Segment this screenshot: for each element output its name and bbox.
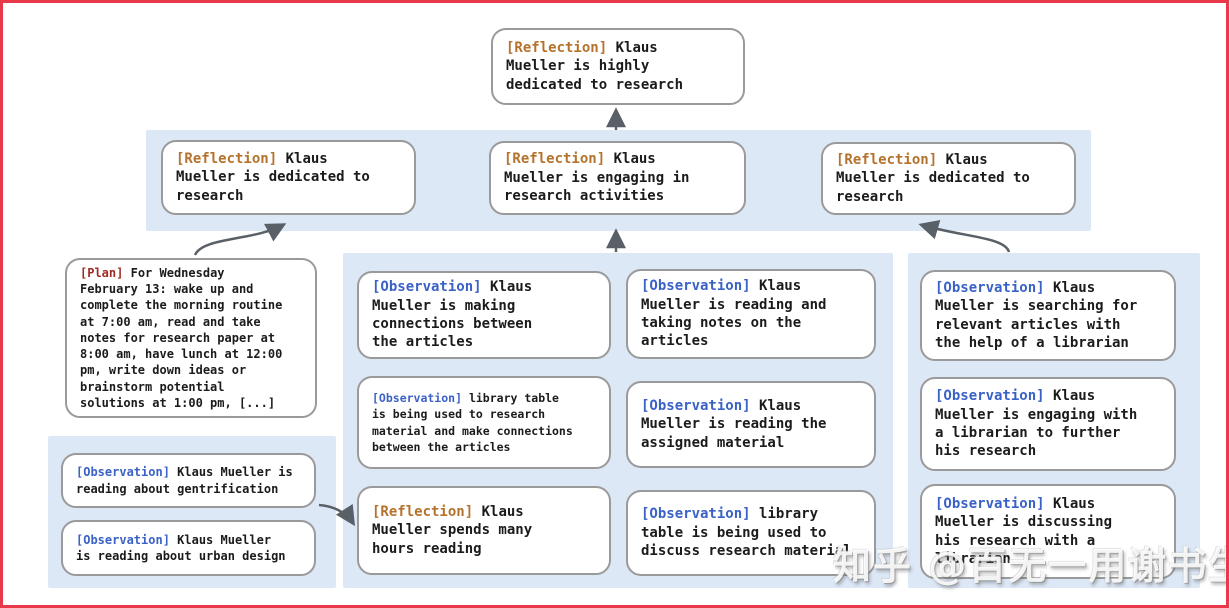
node-reflection-dedicated-2: [Reflection] Klaus Mueller is dedicated … xyxy=(821,142,1076,215)
reflection-tag: [Reflection] xyxy=(836,151,938,168)
node-root-reflection: [Reflection] Klaus Mueller is highly ded… xyxy=(491,28,745,105)
node-obs-discussing-librarian: [Observation] Klaus Mueller is discussin… xyxy=(920,484,1176,579)
node-text: Klaus Mueller is reading and taking note… xyxy=(641,278,827,350)
node-text: Klaus Mueller is engaging in research ac… xyxy=(504,151,690,205)
node-text: library table is being used to discuss r… xyxy=(641,506,852,560)
node-text: Klaus Mueller is reading the assigned ma… xyxy=(641,397,827,451)
plan-tag: [Plan] xyxy=(80,265,124,280)
observation-tag: [Observation] xyxy=(76,465,170,480)
node-obs-taking-notes: [Observation] Klaus Mueller is reading a… xyxy=(626,269,876,359)
node-reflection-dedicated-1: [Reflection] Klaus Mueller is dedicated … xyxy=(161,140,416,215)
node-text: Klaus Mueller is reading about urban des… xyxy=(76,532,286,563)
node-text: Klaus Mueller is dedicated to research xyxy=(176,150,370,204)
node-plan-wednesday: [Plan] For Wednesday February 13: wake u… xyxy=(65,258,317,418)
node-text: Klaus Mueller is highly dedicated to res… xyxy=(506,39,684,93)
node-obs-assigned-material: [Observation] Klaus Mueller is reading t… xyxy=(626,381,876,468)
observation-tag: [Observation] xyxy=(372,279,482,296)
node-obs-library-table-discuss: [Observation] library table is being use… xyxy=(626,490,876,576)
node-text: Klaus Mueller is engaging with a librari… xyxy=(935,388,1138,460)
node-reflection-engaging: [Reflection] Klaus Mueller is engaging i… xyxy=(489,141,746,215)
observation-tag: [Observation] xyxy=(935,495,1045,512)
observation-tag: [Observation] xyxy=(641,278,751,295)
node-text: library table is being used to research … xyxy=(372,391,573,454)
node-obs-library-table-research: [Observation] library table is being use… xyxy=(357,376,611,469)
observation-tag: [Observation] xyxy=(935,388,1045,405)
node-obs-gentrification: [Observation] Klaus Mueller is reading a… xyxy=(61,453,316,508)
node-text: For Wednesday February 13: wake up and c… xyxy=(80,265,283,411)
reflection-tag: [Reflection] xyxy=(372,503,474,520)
observation-tag: [Observation] xyxy=(372,391,463,406)
node-obs-urban-design: [Observation] Klaus Mueller is reading a… xyxy=(61,520,316,576)
node-reflection-hours-reading: [Reflection] Klaus Mueller spends many h… xyxy=(357,486,611,575)
node-text: Klaus Mueller is reading about gentrific… xyxy=(76,465,293,496)
observation-tag: [Observation] xyxy=(935,279,1045,296)
reflection-tag: [Reflection] xyxy=(176,150,278,167)
node-obs-making-connections: [Observation] Klaus Mueller is making co… xyxy=(357,271,611,359)
observation-tag: [Observation] xyxy=(641,397,751,414)
node-obs-searching-articles: [Observation] Klaus Mueller is searching… xyxy=(920,270,1176,361)
reflection-tag: [Reflection] xyxy=(504,151,606,168)
node-text: Klaus Mueller is searching for relevant … xyxy=(935,279,1138,351)
node-text: Klaus Mueller is dedicated to research xyxy=(836,151,1030,205)
node-text: Klaus Mueller is making connections betw… xyxy=(372,279,533,351)
observation-tag: [Observation] xyxy=(641,506,751,523)
node-text: Klaus Mueller spends many hours reading xyxy=(372,503,533,557)
node-obs-engaging-librarian: [Observation] Klaus Mueller is engaging … xyxy=(920,377,1176,471)
observation-tag: [Observation] xyxy=(76,532,170,547)
reflection-tag: [Reflection] xyxy=(506,39,608,56)
node-text: Klaus Mueller is discussing his research… xyxy=(935,495,1113,567)
